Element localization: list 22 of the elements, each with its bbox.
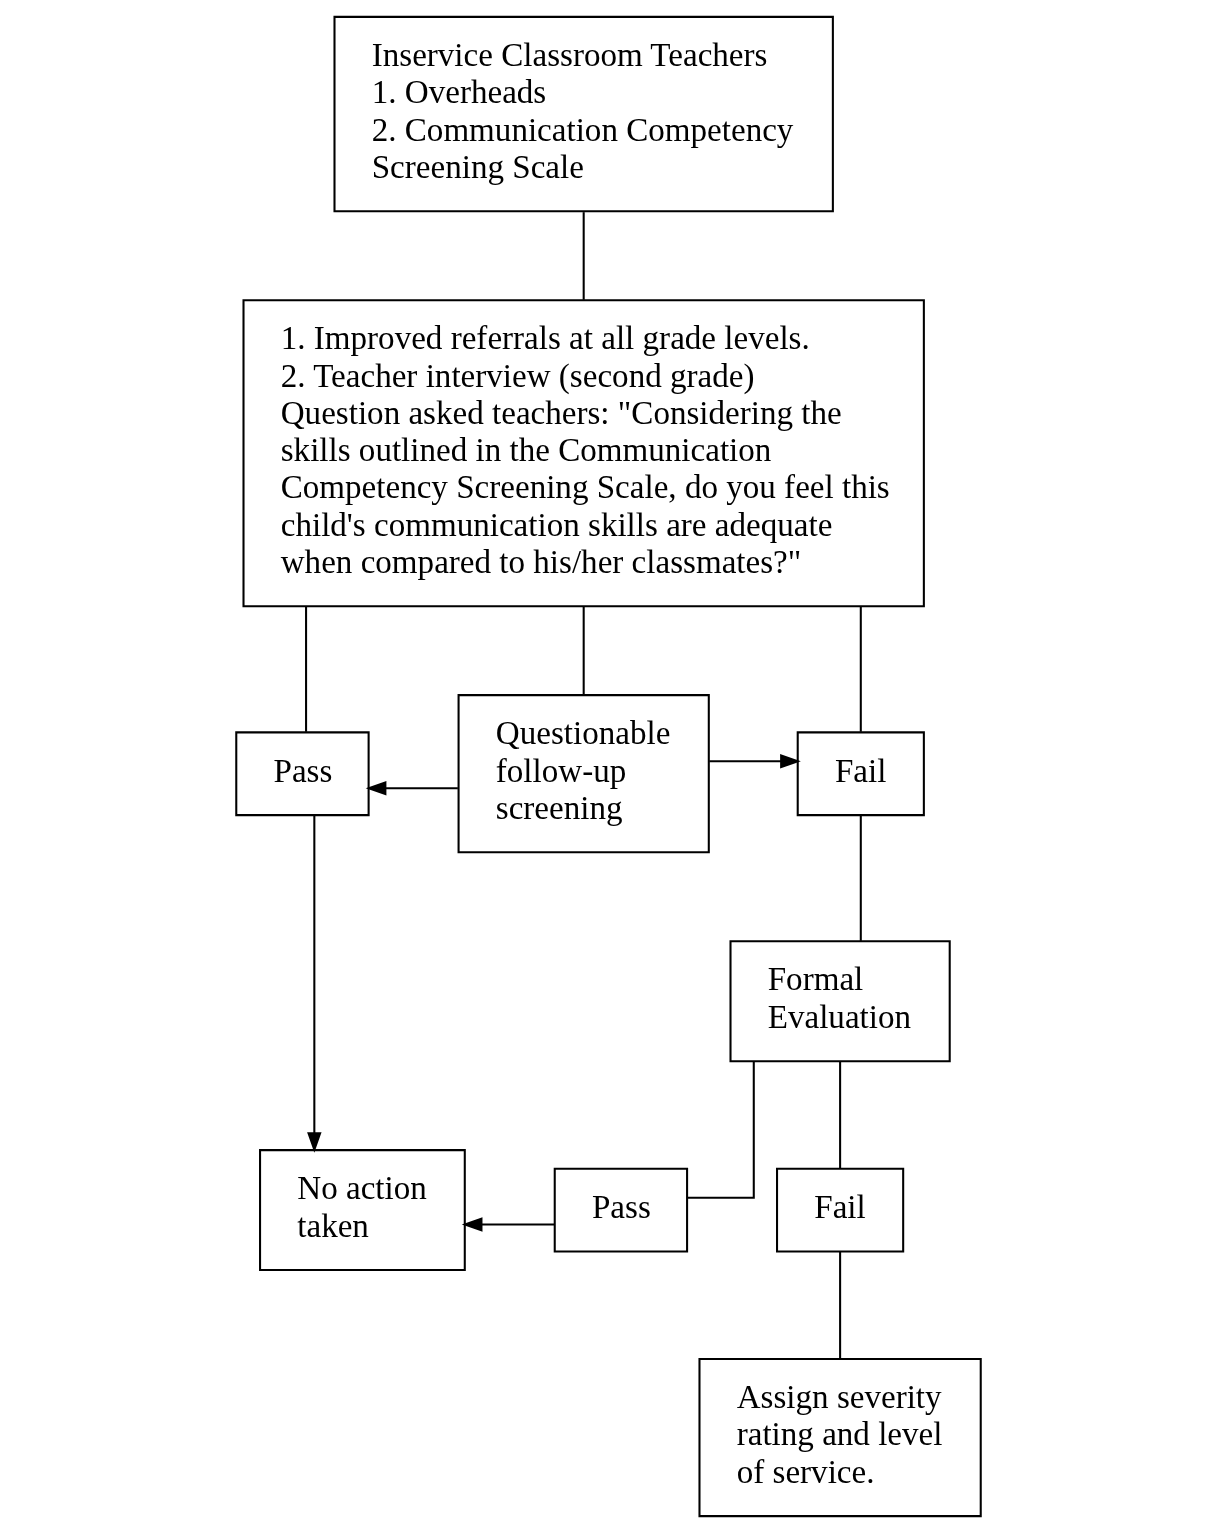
arrow bbox=[365, 780, 458, 796]
node-box: Fail bbox=[796, 731, 925, 817]
connector bbox=[838, 1251, 841, 1359]
node-box: Inservice Classroom Teachers 1. Overheads 2. Communication Competency Screening Scale bbox=[332, 15, 834, 213]
arrow bbox=[461, 1217, 554, 1232]
node-box: Pass bbox=[234, 731, 370, 817]
node-box: No action taken bbox=[258, 1149, 466, 1272]
node-box: Pass bbox=[553, 1167, 688, 1253]
node-box: Formal Evaluation bbox=[728, 940, 951, 1063]
node-box: Questionable follow-up screening bbox=[457, 694, 710, 854]
connector bbox=[686, 1061, 755, 1199]
connector bbox=[582, 606, 585, 695]
connector bbox=[859, 606, 862, 732]
connector bbox=[304, 606, 307, 732]
connector bbox=[859, 815, 862, 941]
connector bbox=[582, 212, 585, 300]
node-box: Assign severity rating and level of service. bbox=[697, 1357, 982, 1518]
node-box: 1. Improved referrals at all grade levels. 2. Teacher interview (second grade) Question asked teachers: "Considering the skills outlined in the Communication Competency Screening Scale, do you feel this child's communication skills are adequate when compared to his/her classmates?" bbox=[241, 299, 925, 608]
node-box: Fail bbox=[775, 1167, 904, 1253]
arrow bbox=[306, 815, 322, 1153]
arrow bbox=[708, 754, 801, 769]
connector bbox=[838, 1061, 841, 1169]
